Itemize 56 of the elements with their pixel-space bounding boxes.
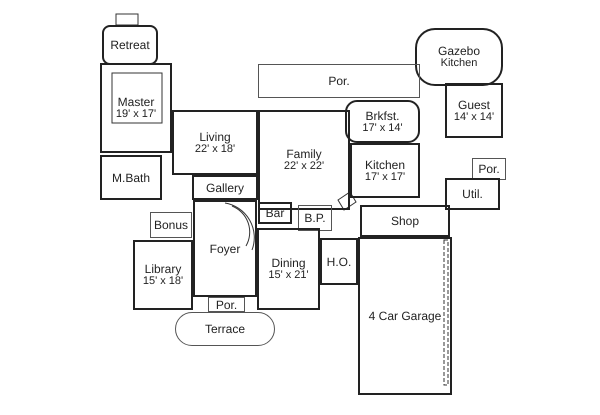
porch-outline xyxy=(258,64,420,98)
porch-outline xyxy=(298,205,332,231)
room-outline xyxy=(258,202,292,224)
room-name: Util. xyxy=(462,188,483,200)
room-name: Foyer xyxy=(210,242,240,254)
room-name: 4 Car Garage xyxy=(368,310,442,322)
room-outline xyxy=(192,175,258,200)
room-name: M.Bath xyxy=(112,172,150,184)
room-name: Shop xyxy=(390,215,420,227)
room-name: Library xyxy=(144,263,182,275)
room-dimension: 15' x 18' xyxy=(142,275,184,287)
room-outline xyxy=(445,83,503,138)
room-outline xyxy=(360,205,450,237)
room-name: Por. xyxy=(216,298,238,310)
room-outline xyxy=(100,155,162,200)
room-outline xyxy=(415,28,503,86)
room-name: Dining xyxy=(271,257,306,269)
room-outline xyxy=(350,143,420,198)
room-outline xyxy=(102,25,158,65)
room-dimension: 14' x 14' xyxy=(454,110,494,122)
room-name: Family xyxy=(286,148,322,160)
room-name: Kitchen xyxy=(364,158,406,170)
room-outline xyxy=(172,110,258,175)
room-name: Gallery xyxy=(206,182,244,194)
room-outline xyxy=(258,110,350,210)
room-outline xyxy=(133,240,193,310)
room-name: B.P. xyxy=(304,212,326,224)
porch-outline xyxy=(150,212,192,238)
room-dimension: Kitchen xyxy=(440,57,478,69)
room-outline xyxy=(320,238,358,285)
room-outline xyxy=(358,237,452,395)
porch-outline xyxy=(175,312,275,346)
room-dimension: 17' x 14' xyxy=(362,122,403,134)
room-name: Brkfst. xyxy=(365,110,400,122)
room-name: H.O. xyxy=(326,256,352,268)
room-name: Por. xyxy=(478,163,500,175)
room-outline xyxy=(345,100,420,143)
room-name: Bonus xyxy=(154,219,188,231)
room-name: Guest xyxy=(458,98,490,110)
room-name: Retreat xyxy=(110,39,150,51)
room-dimension: 15' x 21' xyxy=(268,269,309,281)
room-outline xyxy=(100,63,172,153)
room-dimension: 17' x 17' xyxy=(364,170,406,182)
room-dimension: 22' x 18' xyxy=(194,142,236,154)
room-name: Master xyxy=(118,96,154,108)
room-name: Terrace xyxy=(204,323,245,335)
room-outline xyxy=(445,178,500,210)
room-name: Living xyxy=(199,130,231,142)
room-name: Gazebo xyxy=(438,45,480,57)
room-name: Por. xyxy=(328,75,350,87)
porch-outline xyxy=(472,158,506,180)
porch-outline xyxy=(208,297,245,312)
room-dimension: 22' x 22' xyxy=(284,160,324,172)
room-outline xyxy=(193,200,257,297)
room-outline xyxy=(257,228,320,310)
room-dimension: 19' x 17' xyxy=(116,108,156,120)
